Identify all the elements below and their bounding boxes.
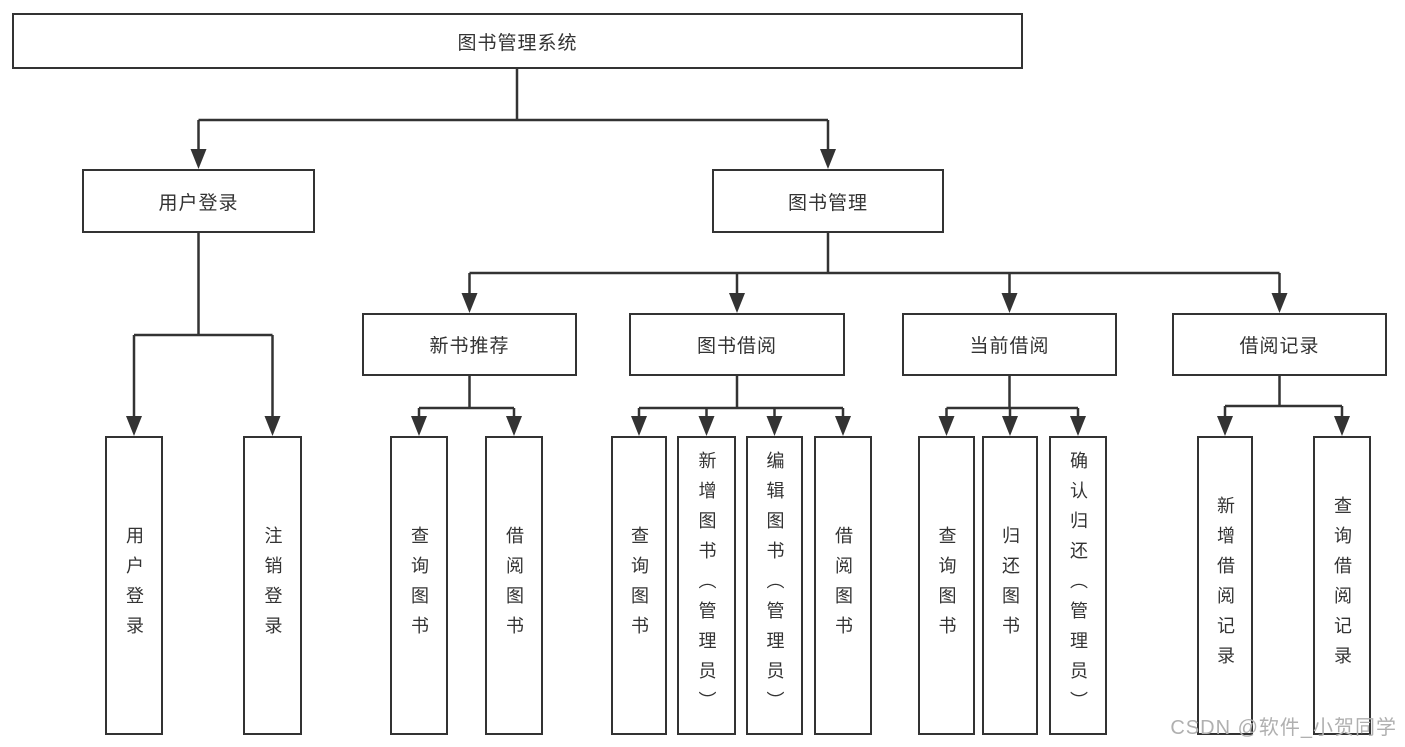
leaf-query-borrow-record: 查询借阅记录: [1313, 436, 1371, 735]
leaf-query-books-current: 查询图书: [918, 436, 975, 735]
leaf-label: 编辑图书（管理员）: [764, 450, 785, 721]
node-book-management: 图书管理: [712, 169, 944, 233]
leaf-label: 借阅图书: [833, 525, 853, 646]
connector-book-borrow-to-leaves: [631, 376, 851, 436]
connector-book-management-to-level3: [461, 233, 1288, 313]
node-new-books: 新书推荐: [362, 313, 577, 376]
leaf-edit-book-admin: 编辑图书（管理员）: [746, 436, 803, 735]
connector-current-borrow-to-leaves: [938, 376, 1086, 436]
leaf-label: 查询图书: [409, 525, 429, 646]
leaf-add-book-admin: 新增图书（管理员）: [677, 436, 736, 735]
leaf-label: 新增借阅记录: [1215, 495, 1235, 676]
leaf-borrow-books-newbooks: 借阅图书: [485, 436, 543, 735]
leaf-borrow-book: 借阅图书: [814, 436, 872, 735]
leaf-label: 新增图书（管理员）: [696, 450, 717, 721]
leaf-label: 借阅图书: [504, 525, 524, 646]
leaf-confirm-return-admin: 确认归还（管理员）: [1049, 436, 1107, 735]
leaf-label: 查询图书: [629, 525, 649, 646]
leaf-user-login: 用户登录: [105, 436, 163, 735]
node-borrow-records: 借阅记录: [1172, 313, 1387, 376]
connector-root-to-level2: [190, 69, 836, 169]
connector-borrow-records-to-leaves: [1217, 376, 1350, 436]
connector-new-books-to-leaves: [411, 376, 522, 436]
leaf-query-books-newbooks: 查询图书: [390, 436, 448, 735]
leaf-add-borrow-record: 新增借阅记录: [1197, 436, 1253, 735]
node-user-login: 用户登录: [82, 169, 315, 233]
leaf-query-books-borrow: 查询图书: [611, 436, 667, 735]
connector-user-login-to-leaves: [126, 233, 281, 436]
leaf-label: 注销登录: [262, 525, 283, 646]
leaf-label: 确认归还（管理员）: [1068, 450, 1088, 721]
leaf-label: 归还图书: [1000, 525, 1020, 646]
leaf-label: 用户登录: [124, 525, 144, 646]
leaf-label: 查询图书: [936, 525, 957, 646]
node-book-borrow: 图书借阅: [629, 313, 845, 376]
leaf-logout: 注销登录: [243, 436, 302, 735]
node-root-system: 图书管理系统: [12, 13, 1023, 69]
node-current-borrow: 当前借阅: [902, 313, 1117, 376]
leaf-return-book: 归还图书: [982, 436, 1038, 735]
leaf-label: 查询借阅记录: [1332, 495, 1352, 676]
